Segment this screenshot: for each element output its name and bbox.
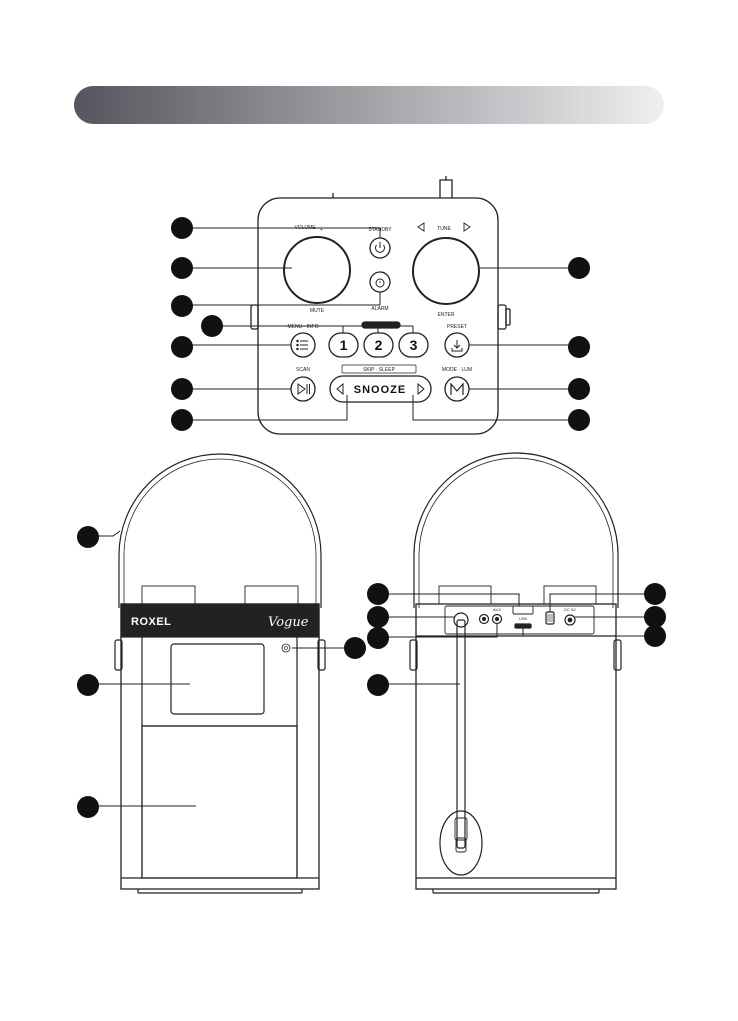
callout-marker (644, 606, 666, 628)
rear-view (410, 453, 621, 893)
callout-marker (568, 378, 590, 400)
alarm-label: ALARM (371, 306, 388, 312)
dc-label: DC 5V (564, 607, 576, 612)
antenna-stub (440, 180, 452, 198)
front-view (115, 454, 325, 893)
light-sensor (282, 644, 290, 652)
callout-marker (367, 627, 389, 649)
usb-label: USB (519, 616, 528, 621)
callout-marker (171, 257, 193, 279)
callout-marker (568, 257, 590, 279)
callout-marker (644, 583, 666, 605)
volume-knob[interactable] (284, 237, 350, 303)
callout-marker (367, 583, 389, 605)
callout-marker (367, 606, 389, 628)
callout-marker (644, 625, 666, 647)
preset-2-label: 2 (375, 337, 383, 353)
preset-3-label: 3 (410, 337, 418, 353)
scan-play-pause-button[interactable] (291, 377, 315, 401)
front-display (171, 644, 264, 714)
control-panel-body (258, 198, 498, 434)
preset-hint-label (362, 322, 400, 328)
usb-port (513, 606, 533, 614)
menu-info-label: MENU · INFO (287, 324, 318, 330)
callout-marker (568, 336, 590, 358)
aux-label: AUX (493, 607, 502, 612)
callout-marker (568, 409, 590, 431)
carry-handle (119, 454, 321, 608)
tune-label: TUNE (437, 226, 451, 232)
tune-left-arrow-icon (418, 223, 424, 231)
rear-callout-lines (378, 594, 655, 684)
front-callout-lines (88, 531, 354, 806)
section-header-bar (74, 86, 664, 124)
mode-lum-label: MODE · LUM (442, 367, 472, 373)
callout-marker (171, 336, 193, 358)
speaker-grille (142, 726, 297, 878)
antenna-clip-recess (440, 811, 482, 875)
rear-body (416, 604, 616, 889)
skip-sleep-label: SKIP · SLEEP (363, 367, 396, 373)
callout-marker (171, 295, 193, 317)
enter-label: ENTER (438, 312, 455, 318)
callout-marker (344, 637, 366, 659)
callout-marker (171, 217, 193, 239)
front-body (121, 604, 319, 889)
telescopic-antenna (457, 620, 465, 848)
mute-label: MUTE (310, 308, 325, 314)
control-panel-labels: VOLUME + MUTE STANDBY ALARM TUNE ENTER M… (287, 225, 472, 396)
callout-marker (77, 796, 99, 818)
callout-marker (77, 526, 99, 548)
front-brand-logo: ROXEL (131, 616, 171, 628)
snooze-label: SNOOZE (354, 384, 406, 396)
rear-carry-handle (414, 453, 618, 608)
tune-right-arrow-icon (464, 223, 470, 231)
tune-knob[interactable] (413, 238, 479, 304)
scan-label: SCAN (296, 367, 310, 373)
skip-left-icon (337, 384, 343, 394)
callout-marker (171, 409, 193, 431)
mode-lum-button[interactable] (445, 377, 469, 401)
callout-marker (77, 674, 99, 696)
front-signature: Vogue (268, 615, 309, 630)
callout-marker (201, 315, 223, 337)
preset-label: PRESET (447, 324, 467, 330)
callout-marker (171, 378, 193, 400)
callout-marker (367, 674, 389, 696)
skip-right-icon (418, 384, 424, 394)
preset-1-label: 1 (340, 337, 348, 353)
